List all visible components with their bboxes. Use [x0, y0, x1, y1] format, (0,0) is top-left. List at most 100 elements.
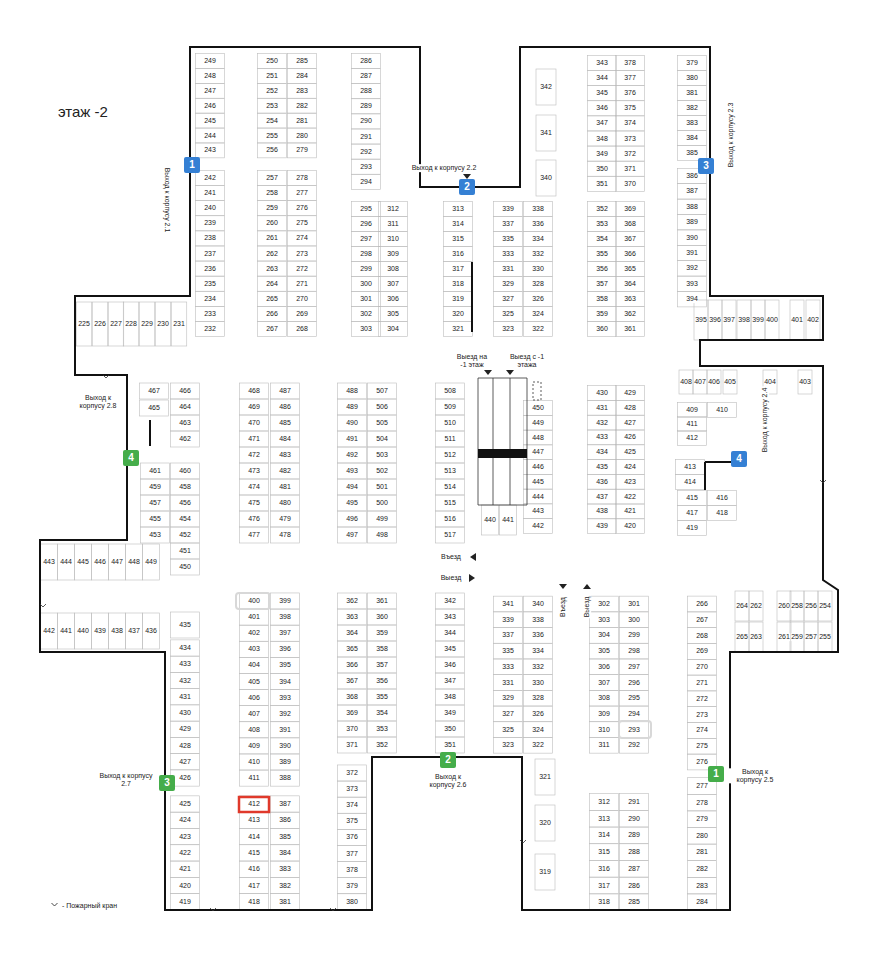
space-number: 256 — [805, 602, 817, 610]
parking-space — [620, 722, 649, 738]
parking-space — [588, 161, 617, 176]
space-number: 316 — [452, 250, 464, 258]
space-number: 296 — [628, 679, 640, 687]
parking-space — [271, 527, 300, 543]
space-number: 378 — [624, 59, 636, 67]
exit-label: Въезд — [559, 596, 567, 618]
parking-space — [444, 217, 473, 232]
parking-space — [588, 55, 617, 70]
space-number: 392 — [686, 265, 698, 273]
parking-space — [288, 98, 317, 113]
space-number: 450 — [532, 404, 544, 412]
space-number: 294 — [628, 710, 640, 718]
space-number: 365 — [346, 645, 358, 653]
space-number: 332 — [532, 663, 544, 671]
space-number: 404 — [248, 662, 260, 670]
parking-space — [524, 277, 553, 292]
parking-space — [338, 721, 367, 737]
parking-space — [368, 511, 397, 527]
parking-space — [494, 690, 523, 706]
parking-space — [688, 811, 717, 828]
parking-space — [352, 159, 381, 174]
space-number: 310 — [387, 235, 399, 243]
parking-space — [616, 400, 645, 415]
space-number: 385 — [279, 833, 291, 841]
space-number: 326 — [532, 710, 544, 718]
space-number: 283 — [696, 882, 708, 890]
space-number: 279 — [296, 147, 308, 155]
space-number: 434 — [179, 644, 191, 652]
parking-space — [616, 202, 645, 217]
parking-space — [368, 463, 397, 479]
space-number: 276 — [696, 758, 708, 766]
exit-label: Выезд — [440, 574, 463, 582]
space-number: 419 — [686, 524, 698, 532]
parking-space — [338, 894, 367, 910]
space-number: 371 — [346, 741, 358, 749]
space-number: 418 — [248, 898, 260, 906]
parking-space — [379, 292, 408, 307]
parking-space — [271, 877, 300, 893]
space-number: 254 — [819, 602, 831, 610]
space-number: 311 — [387, 220, 398, 228]
parking-space — [590, 810, 619, 827]
space-number: 473 — [248, 467, 260, 475]
space-number: 318 — [598, 898, 610, 906]
parking-space — [524, 675, 553, 691]
parking-space — [723, 370, 737, 394]
space-number: 247 — [204, 87, 216, 95]
parking-space — [620, 827, 649, 844]
parking-space — [352, 322, 381, 337]
space-number: 365 — [624, 265, 636, 273]
space-number: 257 — [805, 633, 817, 641]
parking-space — [588, 460, 617, 475]
parking-space — [75, 613, 92, 649]
space-number: 306 — [598, 663, 610, 671]
parking-space — [436, 495, 465, 511]
space-number: 494 — [346, 483, 358, 491]
parking-space — [708, 300, 722, 340]
space-number: 342 — [444, 597, 456, 605]
highlight-grey — [236, 593, 270, 609]
parking-space — [171, 721, 200, 737]
space-number: 478 — [279, 531, 291, 539]
parking-space — [688, 877, 717, 894]
exit-number: 2 — [464, 181, 470, 192]
space-number: 396 — [709, 316, 721, 324]
space-number: 415 — [686, 494, 698, 502]
space-number: 392 — [279, 710, 291, 718]
space-number: 415 — [248, 849, 260, 857]
parking-space — [288, 113, 317, 128]
space-number: 412 — [686, 434, 698, 442]
space-number: 395 — [279, 662, 291, 670]
exit-label: Въезд — [440, 553, 462, 561]
parking-space — [271, 383, 300, 399]
parking-space — [524, 430, 553, 445]
parking-space — [694, 300, 708, 340]
space-number: 375 — [624, 104, 636, 112]
space-number: 443 — [43, 558, 55, 566]
space-number: 397 — [723, 316, 735, 324]
space-number: 469 — [248, 403, 260, 411]
parking-space — [258, 321, 287, 336]
exit-label: Выход к корпусу 2.4 — [761, 387, 769, 454]
space-number: 308 — [598, 694, 610, 702]
direction-arrows — [463, 174, 591, 589]
parking-space — [240, 754, 269, 770]
parking-space — [258, 231, 287, 246]
parking-space — [258, 261, 287, 276]
parking-space — [494, 612, 523, 628]
space-number: 257 — [266, 174, 278, 182]
space-number: 345 — [444, 645, 456, 653]
parking-space — [524, 519, 553, 534]
space-number: 256 — [266, 147, 278, 155]
inner-walls — [150, 262, 735, 490]
parking-space — [494, 247, 523, 262]
parking-space — [288, 216, 317, 231]
parking-space — [436, 383, 465, 399]
parking-space — [688, 691, 717, 707]
space-number: 321 — [452, 325, 464, 333]
parking-space — [352, 144, 381, 159]
space-number: 395 — [695, 316, 707, 324]
space-number: 468 — [248, 387, 260, 395]
